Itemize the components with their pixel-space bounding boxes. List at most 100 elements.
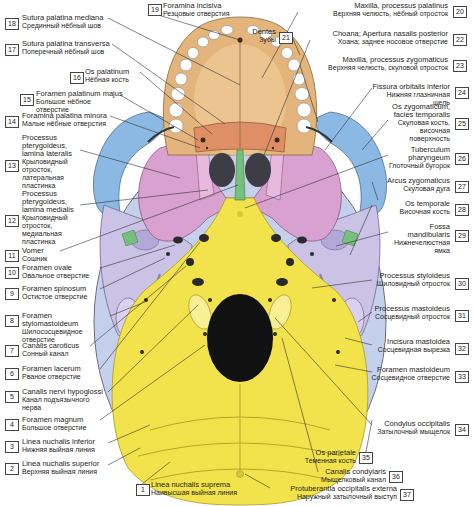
latin-term: Incisura mastoidea <box>370 338 450 346</box>
russian-term: Мыщелковый канал <box>306 476 386 484</box>
label-group: Processus mastoideusСосцевидный отросток <box>370 305 450 321</box>
latin-term: Arcus zygomaticus <box>370 177 450 185</box>
label-group: Foramen stylomastoideumШилососцевидное о… <box>22 312 110 344</box>
russian-term: Верхняя челюсть, нёбный отросток <box>298 10 448 18</box>
leader-line <box>275 318 372 425</box>
callout-number: 29 <box>455 230 469 242</box>
russian-term: Малые нёбные отверстия <box>22 120 110 128</box>
leader-line <box>335 365 372 372</box>
russian-term: Хоана; заднее носовое отверстие <box>308 38 448 46</box>
foramen <box>268 298 272 302</box>
leader-line <box>300 65 318 122</box>
lesser-palatine-foramen <box>206 147 208 149</box>
russian-term: Нижняя выйная линия <box>22 446 110 454</box>
occipital-crest <box>240 384 241 470</box>
label-group: Canalis nervi hypoglossiКанал подъязычно… <box>22 388 110 412</box>
label-group: Foramina palatina minoraМалые нёбные отв… <box>22 112 110 128</box>
callout-number: 35 <box>359 452 373 464</box>
foramen <box>271 234 281 242</box>
latin-term: Foramen mastoideum <box>370 366 450 374</box>
label-group: Linea nuchalis supremaНаивысшая выйная л… <box>151 481 251 497</box>
label-group: DentesЗубы <box>246 28 276 44</box>
tooth <box>282 48 293 59</box>
vomer <box>235 150 245 200</box>
callout-number: 32 <box>455 343 469 355</box>
tooth <box>297 103 311 117</box>
callout-number: 12 <box>5 215 19 227</box>
callout-number: 16 <box>70 72 84 84</box>
latin-term: Processus mastoideus <box>370 305 450 313</box>
callout-number: 22 <box>453 34 467 46</box>
latin-term: Foramen magnum <box>22 416 110 424</box>
russian-term: Шилососцевидное отверстие <box>22 328 110 344</box>
callout-number: 7 <box>5 345 19 357</box>
leader-line <box>245 155 388 208</box>
russian-term: Височная кость <box>370 208 450 216</box>
leader-line <box>108 425 150 443</box>
leader-line <box>100 242 200 369</box>
label-group: Sutura palatina medianaСрединный нёбный … <box>22 14 110 30</box>
russian-term: Резцовые отверстия <box>163 10 253 18</box>
label-group: Foramen lacerumРваное отверстие <box>22 365 110 381</box>
leader-line <box>80 190 208 205</box>
label-group: Tuberculum pharyngeumГлоточный бугорок <box>388 146 450 170</box>
latin-term: Choana; Apertura nasalis posterior <box>308 30 448 38</box>
leader-line <box>325 88 372 150</box>
russian-term: Большое нёбное отверстие <box>36 98 124 114</box>
median-palatine-suture <box>240 42 241 148</box>
foramen-magnum <box>207 294 273 382</box>
callout-number: 31 <box>455 310 469 322</box>
latin-term: Processus styloideus <box>370 272 450 280</box>
leader-line <box>245 474 270 488</box>
leader-line <box>282 338 318 472</box>
parietal-bone <box>94 140 386 504</box>
tooth <box>297 119 311 133</box>
label-group: Foramen ovaleОвальное отверстие <box>22 264 110 280</box>
latin-term: Os palatinum <box>85 68 145 76</box>
orbital-fissure <box>148 127 174 142</box>
callout-number: 37 <box>400 489 414 501</box>
russian-term: Рваное отверстие <box>22 373 110 381</box>
callout-number: 8 <box>5 315 19 327</box>
maxilla <box>163 17 316 155</box>
foramen <box>144 298 148 302</box>
label-group: Foramina incisivaРезцовые отверстия <box>163 2 253 18</box>
foramen <box>140 350 144 354</box>
latin-term: Os temporale <box>370 200 450 208</box>
latin-term: Foramen ovale <box>22 264 110 272</box>
latin-term: Os parietale <box>286 449 356 457</box>
label-group: Incisura mastoideaСосцевидная вырезка <box>370 338 450 354</box>
foramen <box>192 278 204 286</box>
latin-term: Protuberantia occipitalis externa <box>227 485 397 493</box>
leader-line <box>262 40 310 160</box>
label-group: Linea nuchalis inferiorНижняя выйная лин… <box>22 438 110 454</box>
label-group: Sutura palatina transversaПоперечный нёб… <box>22 40 110 56</box>
leader-line <box>336 232 388 246</box>
russian-term: Теменная кость <box>286 457 356 465</box>
tooth <box>169 119 183 133</box>
russian-term: Сосцевидная вырезка <box>370 346 450 354</box>
latin-term: Foramen lacerum <box>22 365 110 373</box>
latin-term: Foramen stylomastoideum <box>22 312 110 328</box>
label-group: Protuberantia occipitalis externaНаружны… <box>227 485 397 501</box>
leader-line <box>155 14 240 40</box>
latin-term: Fossa mandibularis <box>388 223 450 239</box>
foramen <box>286 258 294 266</box>
label-group: Condylus occipitalisЗатылочный мыщелок <box>370 420 450 436</box>
callout-number: 28 <box>455 204 469 216</box>
vomer-fragment <box>122 230 138 246</box>
russian-term: Наружный затылочный выступ <box>227 493 397 501</box>
callout-number: 33 <box>455 371 469 383</box>
leader-line <box>80 150 180 178</box>
label-group: Processus pterygoideus, lamina lateralis… <box>22 134 84 190</box>
callout-number: 20 <box>453 6 467 18</box>
choana <box>209 153 235 187</box>
label-group: Maxilla, processus zygomaticusВерхняя че… <box>298 56 448 72</box>
latin-term: Processus pterygoideus, lamina medialis <box>22 190 84 214</box>
leader-line <box>112 44 225 124</box>
foramen <box>208 298 212 302</box>
foramen <box>297 237 307 244</box>
tooth <box>198 37 209 47</box>
latin-term: Vomer <box>22 247 110 255</box>
